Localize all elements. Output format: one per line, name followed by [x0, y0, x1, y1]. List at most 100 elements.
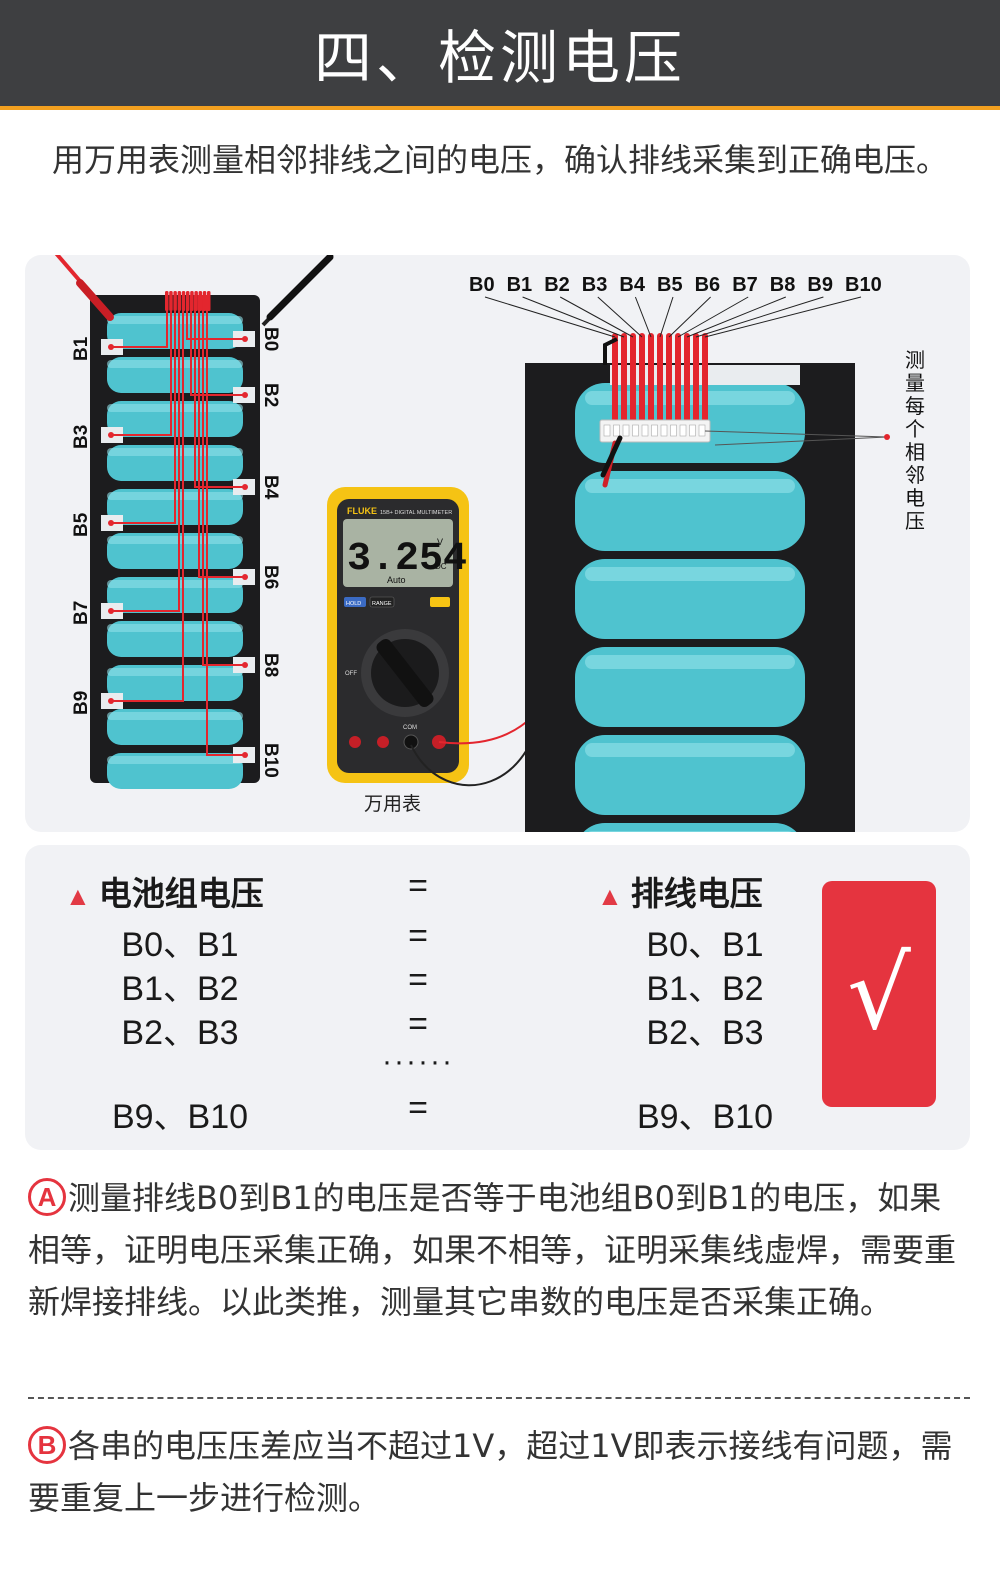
hold-label: HOLD — [346, 601, 361, 607]
left-column-header-text: 电池组电压 — [98, 875, 264, 912]
top-label: B3 — [582, 274, 608, 296]
closeup-wire — [639, 333, 645, 425]
fan-line — [522, 296, 625, 338]
comparison-table: ▲电池组电压 = ▲排线电压 B0、B1 = B0、B1 B1、B2 = B1、… — [25, 845, 970, 1150]
closeup-wire — [648, 333, 654, 425]
top-label: B4 — [619, 274, 645, 296]
closeup-cell-highlight — [585, 743, 795, 757]
dial-knob — [376, 638, 434, 708]
closeup-wire — [666, 333, 672, 425]
cell-highlight — [107, 536, 243, 544]
com-label: COM — [403, 725, 417, 731]
page-title: 四、检测电压 — [313, 24, 686, 92]
header-eq: = — [408, 867, 428, 905]
badge-b: B — [28, 1426, 66, 1464]
cell-highlight — [107, 756, 243, 764]
balance-wire — [206, 295, 245, 756]
connector-pin — [689, 424, 696, 437]
row-1-right: B0、B1 — [646, 926, 764, 964]
pack-label: B0 — [260, 327, 281, 351]
fan-line — [677, 296, 749, 338]
check-icon: √ — [847, 935, 911, 1052]
top-label: B2 — [544, 274, 570, 296]
balance-wire — [198, 295, 245, 578]
pack-label: B6 — [260, 565, 281, 589]
connector-pin — [641, 424, 649, 437]
row-1-eq: = — [408, 917, 428, 955]
closeup-cell-highlight — [585, 655, 795, 669]
jack-a — [349, 736, 361, 748]
multimeter: FLUKE 15B+ DIGITAL MULTIMETER 3.254 V DC… — [327, 487, 469, 815]
connector-pin — [660, 424, 668, 437]
multimeter-label: 万用表 — [364, 793, 421, 815]
top-label: B0 — [469, 274, 495, 296]
row-4-right: B9、B10 — [636, 1098, 774, 1136]
connector-pin — [651, 424, 658, 437]
wire-loop — [165, 291, 169, 311]
balance-wire — [111, 295, 180, 612]
badge-a: A — [28, 1178, 66, 1216]
row-2-left: B1、B2 — [121, 970, 239, 1008]
wire-loop — [194, 291, 198, 311]
row-3-right: B2、B3 — [646, 1014, 764, 1052]
top-label: B8 — [770, 274, 796, 296]
wire-loop — [169, 291, 173, 311]
jack-com — [403, 734, 419, 750]
closeup-cell-highlight — [585, 567, 795, 581]
left-pack-wires — [111, 291, 245, 756]
fan-line — [704, 296, 862, 338]
closeup-wire — [675, 333, 681, 425]
multimeter-mode: Auto — [387, 575, 406, 585]
pointer-line-a — [704, 430, 888, 438]
closeup-wire — [657, 333, 663, 425]
multimeter-unit-dc: DC — [435, 562, 447, 571]
connector-pin — [603, 424, 611, 437]
cell-highlight — [107, 624, 243, 632]
jack-ma — [377, 736, 389, 748]
cell-highlight — [107, 668, 243, 676]
multimeter-lcd — [343, 519, 453, 587]
right-pack-cells — [575, 383, 805, 832]
right-pack-wires — [603, 333, 708, 425]
pack-label: B2 — [260, 383, 281, 407]
note-a-text: 测量排线B0到B1的电压是否等于电池组B0到B1的电压，如果相等，证明电压采集正… — [28, 1179, 957, 1321]
left-column-header: ▲电池组电压 — [65, 867, 305, 915]
cell-highlight — [107, 580, 243, 588]
pack-label: B4 — [260, 475, 281, 500]
connector-pin — [679, 424, 687, 437]
top-label: B7 — [732, 274, 758, 296]
range-label: RANGE — [372, 601, 392, 607]
wire-loop — [202, 291, 207, 311]
balance-wire — [194, 295, 245, 488]
multimeter-brand: FLUKE — [347, 506, 377, 516]
pack-label: B1 — [71, 336, 92, 361]
right-column-header-text: 排线电压 — [630, 875, 763, 912]
closeup-wire — [693, 333, 699, 425]
wire-loop — [190, 291, 194, 311]
balance-wire — [111, 295, 176, 524]
balance-wire — [190, 295, 245, 396]
row-2-right: B1、B2 — [646, 970, 764, 1008]
wire-loop — [177, 291, 182, 311]
wire-loop — [173, 291, 177, 311]
closeup-cell — [583, 823, 797, 832]
connector-pin — [698, 424, 706, 437]
pack-label: B8 — [260, 653, 281, 677]
wire-loop — [198, 291, 203, 311]
cell-highlight — [107, 712, 243, 720]
closeup-wire — [630, 333, 636, 425]
wire-loop — [186, 291, 190, 311]
closeup-wire — [612, 333, 618, 425]
row-1-left: B0、B1 — [121, 926, 239, 964]
right-column-header: ▲排线电压 — [597, 867, 837, 915]
check-badge: √ — [822, 881, 936, 1107]
closeup-cell-highlight — [588, 831, 792, 832]
triangle-icon: ▲ — [65, 881, 91, 911]
red-probe-icon — [54, 255, 114, 321]
row-4-eq: = — [408, 1089, 428, 1127]
fan-line — [597, 296, 643, 338]
